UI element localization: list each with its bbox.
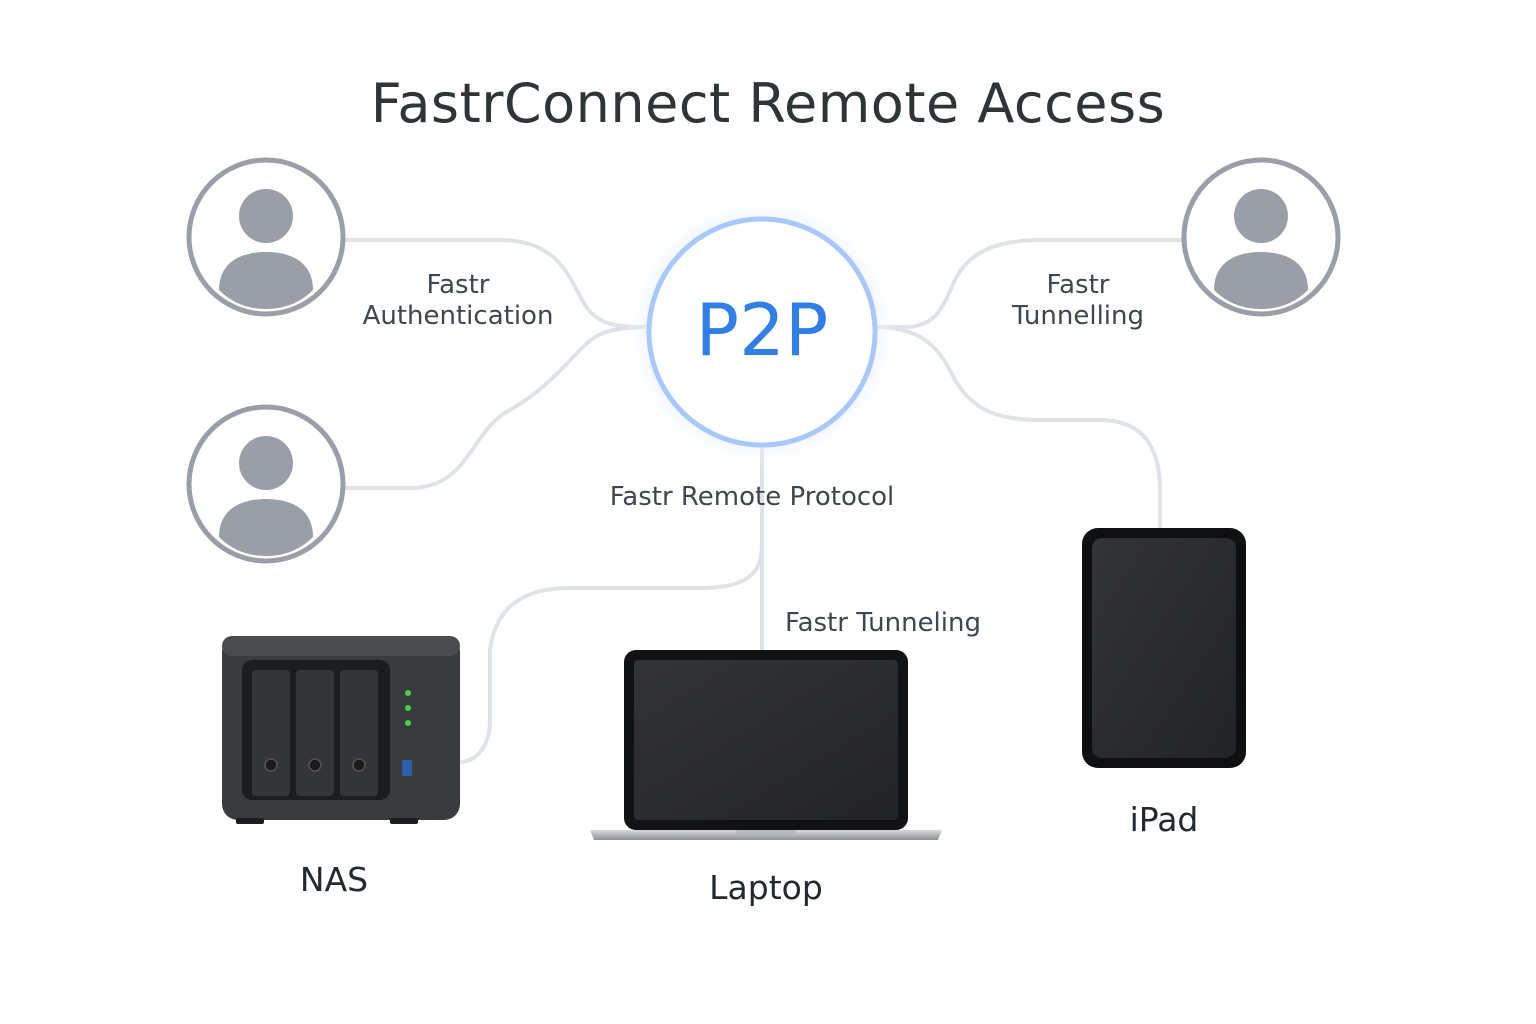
nas-device-icon xyxy=(222,636,460,824)
user-avatar-2 xyxy=(186,404,346,564)
connector-hub-user3 xyxy=(873,238,1187,329)
remote-protocol-label: Fastr Remote Protocol xyxy=(609,482,895,512)
laptop-icon xyxy=(590,650,942,840)
tablet-icon xyxy=(1082,528,1246,768)
status-led xyxy=(405,720,411,726)
user-avatar-icon xyxy=(239,436,293,490)
tunnelling-label-line1: Fastr xyxy=(1046,270,1110,300)
nas-label: NAS xyxy=(299,860,369,899)
authentication-label-line1: Fastr xyxy=(426,270,490,300)
connector-hub-ipad xyxy=(873,325,1162,529)
user-avatar-3 xyxy=(1181,157,1341,317)
tunnelling-label: Fastr Tunnelling xyxy=(978,270,1178,332)
status-led xyxy=(405,690,411,696)
tunnelling-label-line2: Tunnelling xyxy=(1011,301,1145,331)
connector-user1-hub xyxy=(343,238,652,329)
user-avatar-icon xyxy=(1234,189,1288,243)
ipad-label: iPad xyxy=(1129,800,1199,839)
user-avatar-1 xyxy=(186,157,346,317)
authentication-label: Fastr Authentication xyxy=(348,270,568,332)
connector-lines xyxy=(343,238,1187,764)
hub-label: P2P xyxy=(695,288,829,372)
laptop-label: Laptop xyxy=(709,868,823,907)
p2p-hub-icon xyxy=(624,194,900,470)
authentication-label-line2: Authentication xyxy=(362,301,554,331)
page-title: FastrConnect Remote Access xyxy=(370,72,1166,135)
connector-hub-nas xyxy=(460,523,764,764)
status-led xyxy=(405,705,411,711)
user-avatar-icon xyxy=(239,189,293,243)
connector-user2-hub xyxy=(343,325,652,490)
tunneling-label: Fastr Tunneling xyxy=(785,608,981,638)
